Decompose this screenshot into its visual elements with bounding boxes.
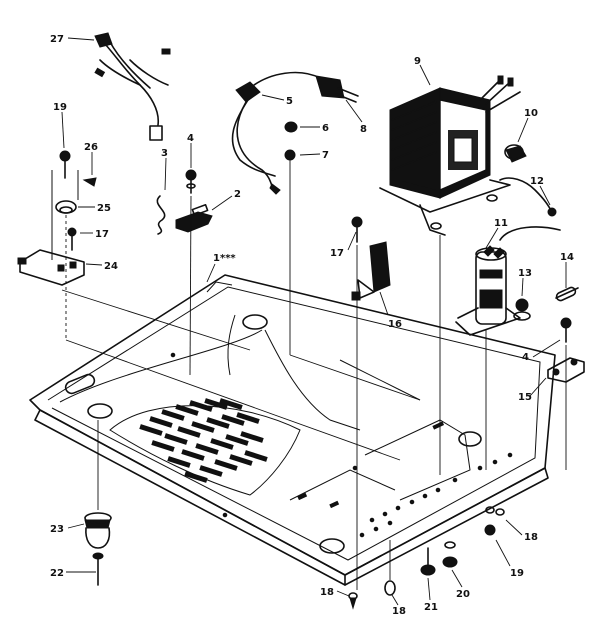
transformer bbox=[379, 75, 521, 236]
label-8: 8 bbox=[360, 124, 367, 135]
label-17-center: 17 bbox=[330, 248, 344, 259]
foot bbox=[84, 512, 112, 586]
small-parts-center bbox=[156, 169, 213, 235]
control-bracket bbox=[17, 150, 97, 286]
label-18-right: 18 bbox=[524, 532, 538, 543]
label-18-left: 18 bbox=[320, 587, 334, 598]
wire-harness bbox=[94, 32, 171, 141]
label-21: 21 bbox=[424, 602, 438, 613]
label-9: 9 bbox=[414, 56, 421, 67]
label-3: 3 bbox=[161, 148, 168, 159]
label-19-top: 19 bbox=[53, 102, 67, 113]
label-16: 16 bbox=[388, 319, 402, 330]
label-2: 2 bbox=[234, 189, 241, 200]
leader-lines bbox=[61, 37, 567, 606]
label-5: 5 bbox=[286, 96, 293, 107]
label-14: 14 bbox=[560, 252, 574, 263]
label-23: 23 bbox=[50, 524, 64, 535]
label-26: 26 bbox=[84, 142, 98, 153]
label-24: 24 bbox=[104, 261, 118, 272]
label-13: 13 bbox=[518, 268, 532, 279]
right-small-parts bbox=[513, 286, 585, 383]
label-22: 22 bbox=[50, 568, 64, 579]
label-18-bottom: 18 bbox=[392, 606, 406, 617]
label-15: 15 bbox=[518, 392, 532, 403]
label-10: 10 bbox=[524, 108, 538, 119]
base-plate bbox=[29, 274, 556, 586]
label-1: 1*** bbox=[213, 253, 236, 264]
bottom-fasteners bbox=[348, 506, 505, 610]
interlock-switch bbox=[351, 216, 391, 301]
power-cord bbox=[231, 71, 359, 195]
capacitor bbox=[455, 226, 561, 336]
label-27: 27 bbox=[50, 34, 64, 45]
label-4-right: 4 bbox=[522, 352, 529, 363]
label-6: 6 bbox=[322, 123, 329, 134]
part-labels: 27 9 10 19 26 25 17 24 3 4 2 5 6 7 8 1**… bbox=[50, 34, 574, 617]
label-12: 12 bbox=[530, 176, 544, 187]
vent-louvers bbox=[109, 398, 301, 496]
assembly-lines bbox=[61, 160, 567, 590]
label-17-left: 17 bbox=[95, 229, 109, 240]
label-19-bottom: 19 bbox=[510, 568, 524, 579]
label-4-center: 4 bbox=[187, 133, 194, 144]
label-20: 20 bbox=[456, 589, 470, 600]
label-25: 25 bbox=[97, 203, 111, 214]
label-11: 11 bbox=[494, 218, 508, 229]
parts-10-12 bbox=[499, 144, 557, 217]
label-7: 7 bbox=[322, 150, 329, 161]
parts-6-7 bbox=[284, 121, 298, 161]
